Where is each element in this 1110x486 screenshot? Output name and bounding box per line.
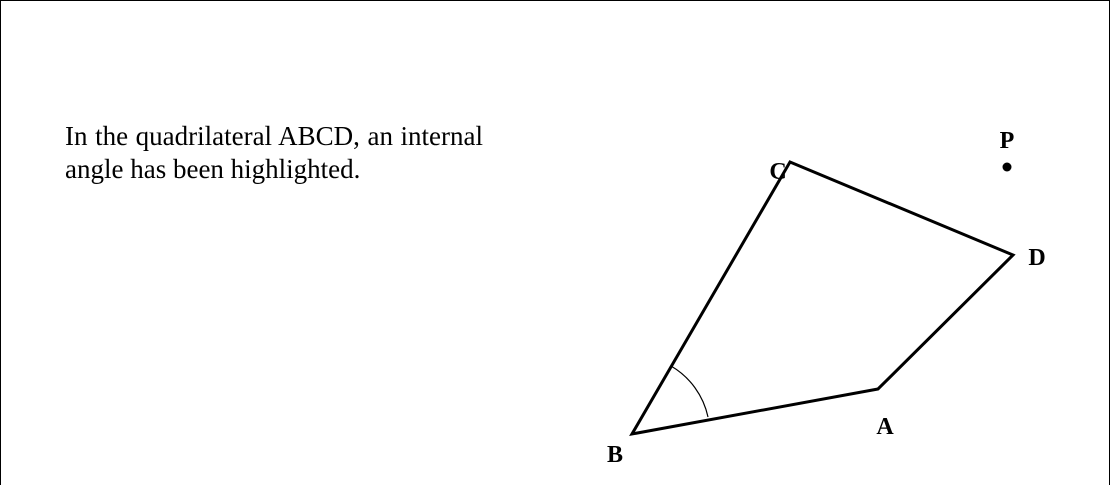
quadrilateral-abcd: [629, 160, 1016, 437]
problem-statement: In the quadrilateral ABCD, an internal a…: [65, 121, 483, 184]
vertex-label-d: D: [1028, 245, 1045, 271]
highlighted-angle-arc: [670, 365, 709, 418]
vertex-label-a: A: [876, 414, 894, 440]
vertex-label-b: B: [607, 442, 623, 468]
point-p-dot: [1002, 162, 1012, 172]
point-label-p: P: [1000, 128, 1015, 154]
vertex-label-c: C: [769, 159, 786, 185]
